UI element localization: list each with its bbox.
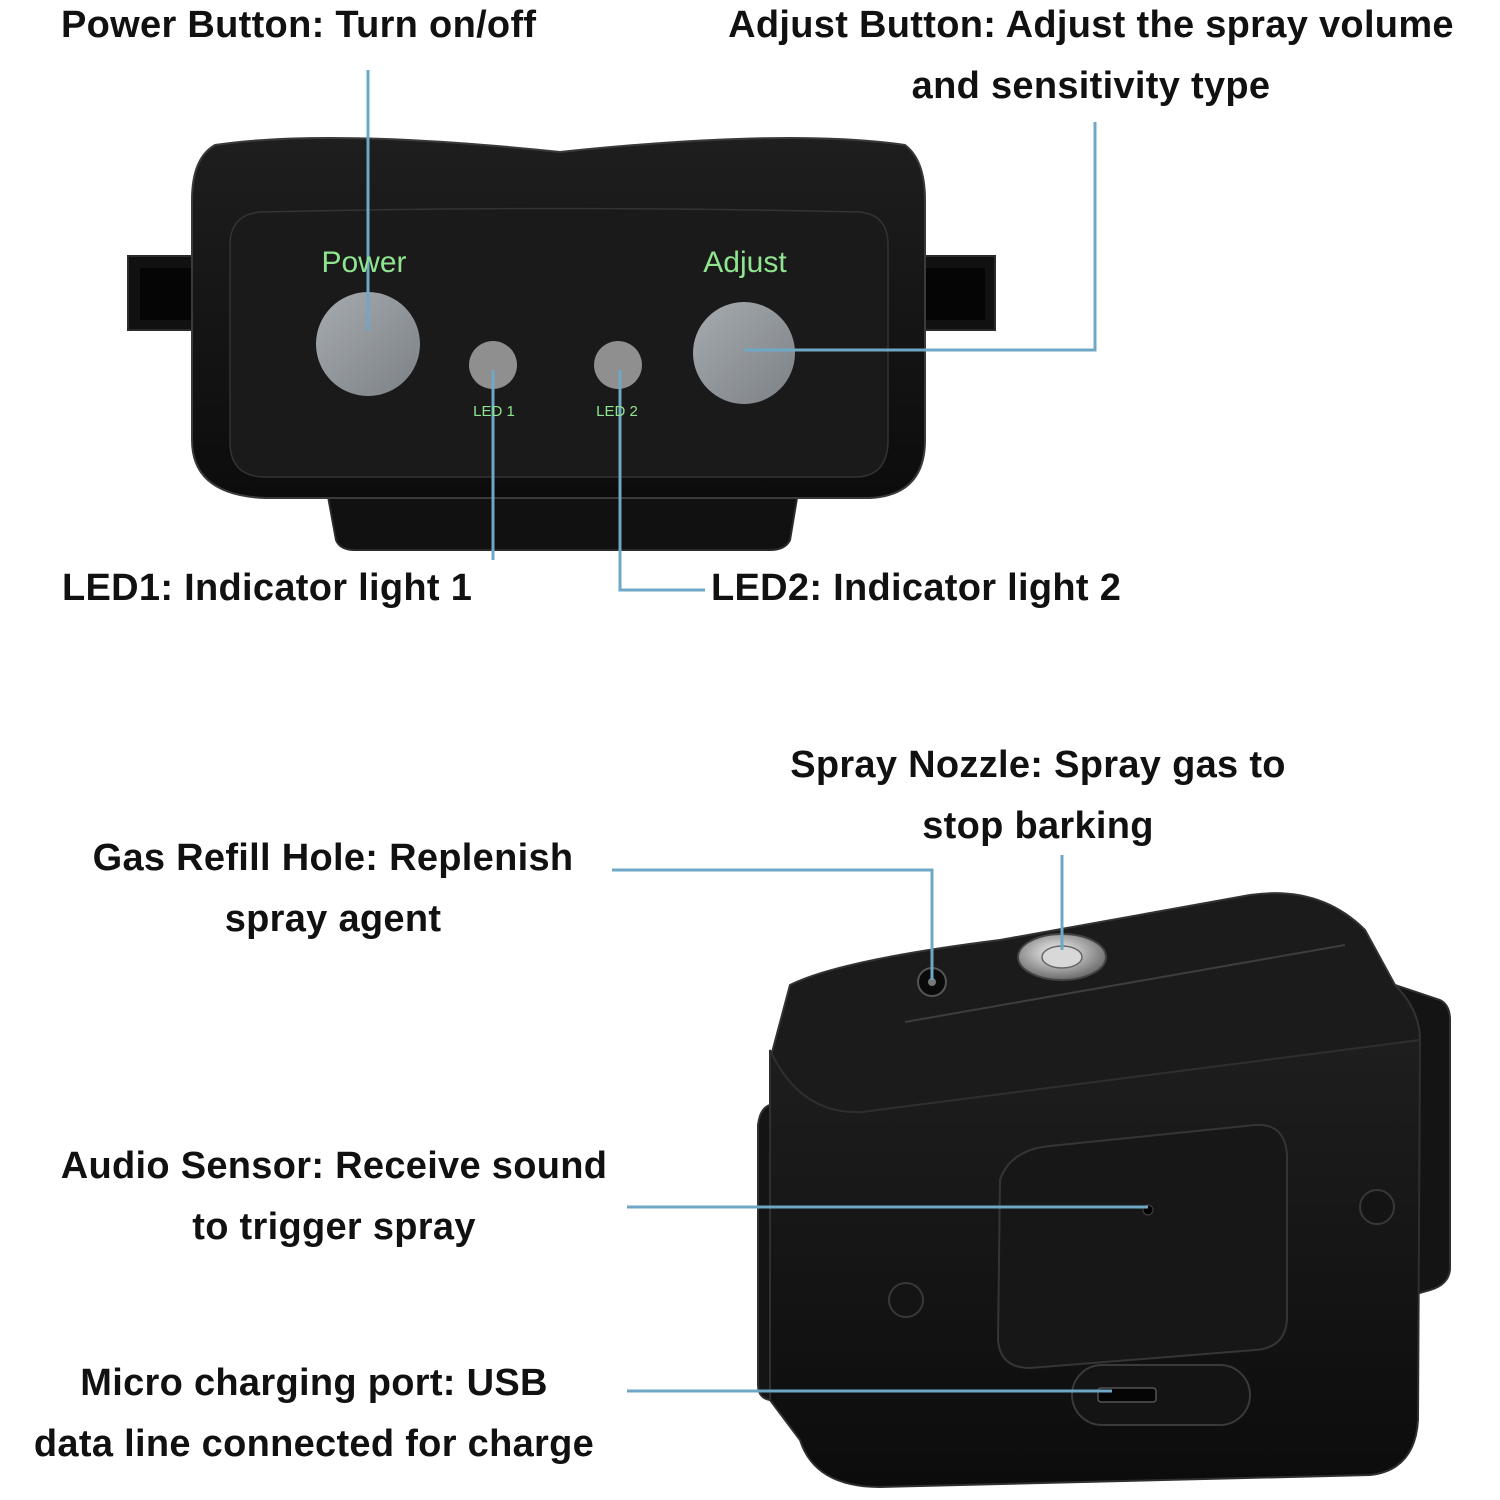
micro-usb-port xyxy=(1097,1387,1157,1403)
adjust-button xyxy=(693,302,795,404)
leader-led2 xyxy=(618,370,705,592)
led1-device-label: LED 1 xyxy=(473,403,515,420)
leader-lines xyxy=(366,70,1148,1393)
led-1-light xyxy=(469,341,517,389)
power-device-label: Power xyxy=(321,246,406,279)
sensor-pad xyxy=(996,1123,1288,1370)
callout-audio-sensor: Audio Sensor: Receive sound to trigger s… xyxy=(60,1145,608,1248)
power-button xyxy=(316,292,420,396)
callout-charging-port: Micro charging port: USB data line conne… xyxy=(33,1362,595,1465)
callout-adjust-button: Adjust Button: Adjust the spray volume a… xyxy=(728,4,1454,107)
callout-led2: LED2: Indicator light 2 xyxy=(711,567,1122,609)
callout-power-button: Power Button: Turn on/off xyxy=(61,4,537,46)
callout-gas-refill-hole: Gas Refill Hole: Replenish spray agent xyxy=(92,837,574,940)
control-panel xyxy=(229,207,889,478)
adjust-device-label: Adjust xyxy=(703,246,787,279)
led2-device-label: LED 2 xyxy=(596,403,638,420)
callout-spray-nozzle: Spray Nozzle: Spray gas to stop barking xyxy=(790,744,1286,847)
callout-led1: LED1: Indicator light 1 xyxy=(62,567,473,609)
charging-port-cover xyxy=(1071,1364,1251,1426)
collar-receiver-top-view xyxy=(127,136,996,551)
led-2-light xyxy=(594,341,642,389)
leader-gas-refill xyxy=(612,868,934,980)
collar-receiver-side-view xyxy=(757,892,1451,1489)
leader-adjust xyxy=(744,122,1097,352)
